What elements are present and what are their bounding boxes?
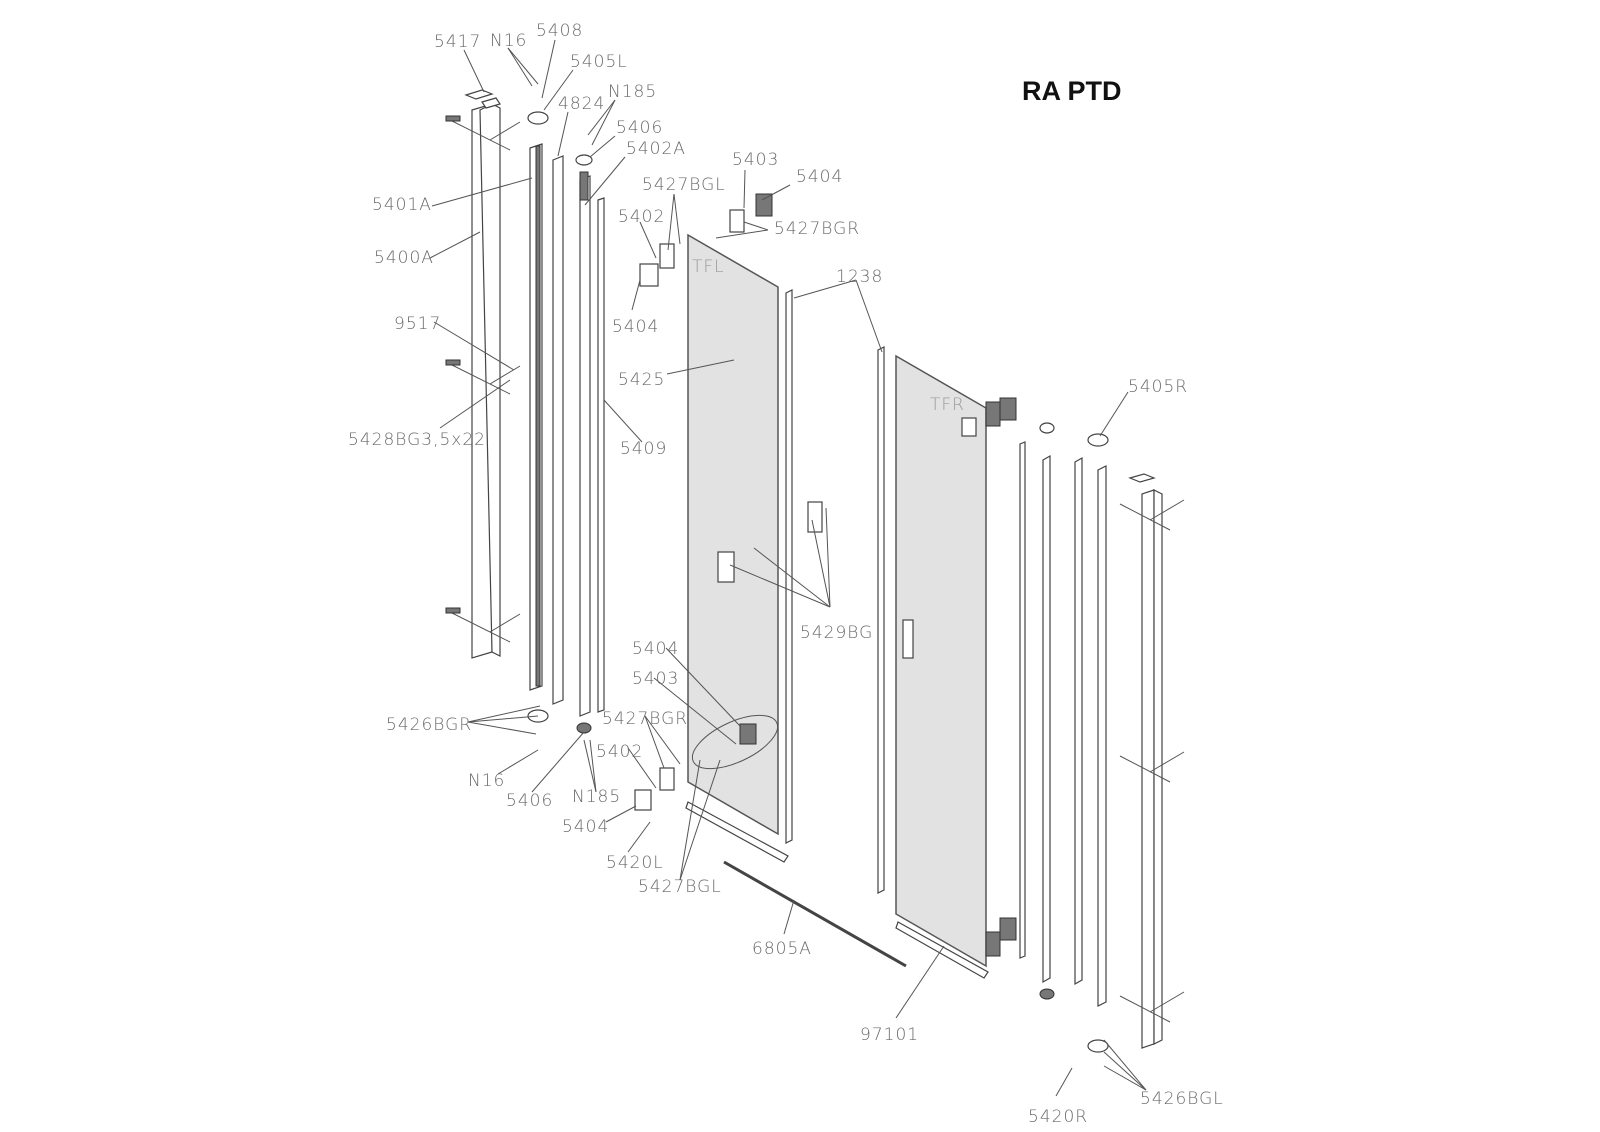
- profile-1238-left: [785, 289, 793, 844]
- handle-bracket-right: [807, 501, 823, 533]
- hinge-plate-low: [659, 767, 675, 791]
- label-5417: 5417: [434, 32, 481, 52]
- label-5426BGR: 5426BGR: [386, 715, 472, 735]
- label-5428BG: 5428BG3,5x22: [348, 430, 486, 450]
- hinge-bottom-right: [985, 931, 1001, 957]
- label-5402-low: 5402: [596, 742, 643, 762]
- hinge-5405R: [1087, 433, 1109, 447]
- label-5426BGL: 5426BGL: [1140, 1089, 1224, 1109]
- seal-6805A: [723, 860, 907, 968]
- diagram-title: RA PTD: [1022, 76, 1122, 106]
- profile-5402A: [579, 175, 591, 717]
- sweep-97101: [895, 921, 989, 979]
- label-5427BGR-top: 5427BGR: [774, 219, 860, 239]
- label-5427BGR-low: 5427BGR: [602, 709, 688, 729]
- label-5420R: 5420R: [1028, 1107, 1088, 1127]
- grille-5404-low: [739, 723, 757, 745]
- profile-right-3: [1074, 456, 1083, 986]
- detail-ellipse: [691, 714, 779, 770]
- hinge-plate-top-l: [659, 243, 675, 269]
- profile-5409: [597, 197, 605, 713]
- label-5405L: 5405L: [570, 52, 628, 72]
- wall-profile-right: [1141, 489, 1155, 1049]
- profile-right-1: [1019, 441, 1026, 959]
- profile-4824: [552, 155, 564, 705]
- label-5405R: 5405R: [1128, 377, 1188, 397]
- cover-tfr: [961, 417, 977, 437]
- label-4824: 4824: [558, 94, 605, 114]
- profile-right-4: [1097, 465, 1107, 1007]
- hinge-5426BGL: [1087, 1039, 1109, 1053]
- cover-5404-top: [639, 263, 659, 287]
- label-97101: 97101: [860, 1025, 919, 1045]
- glass-panel-right: [895, 354, 987, 968]
- hinge-plate-top-r: [729, 209, 745, 233]
- hinge-right-low: [1039, 988, 1055, 1000]
- cap-right: [1128, 473, 1156, 483]
- label-6805A: 6805A: [752, 939, 812, 959]
- label-1238: 1238: [836, 267, 883, 287]
- grille-5404-top: [755, 193, 773, 217]
- profile-right-2: [1042, 454, 1051, 984]
- profile-insert: [579, 171, 589, 201]
- cap-5417: [481, 97, 501, 109]
- hinge-right-top: [1039, 422, 1055, 434]
- label-5401A: 5401A: [372, 195, 432, 215]
- label-5409: 5409: [620, 439, 667, 459]
- label-5425: 5425: [618, 370, 665, 390]
- cover-5404-bot: [634, 789, 652, 811]
- label-5402-top: 5402: [618, 207, 665, 227]
- wall-profile-left: [464, 89, 501, 659]
- grille-bottom-right: [999, 917, 1017, 941]
- label-5404-mid: 5404: [612, 317, 659, 337]
- glass-panel-5425: [687, 233, 779, 836]
- grille-tfr: [999, 397, 1017, 421]
- hinge-5405L: [527, 111, 549, 125]
- hinge-5406-low: [576, 722, 592, 734]
- label-5402A: 5402A: [626, 139, 686, 159]
- label-n185-low: N185: [572, 787, 621, 807]
- screws-left: [445, 115, 521, 643]
- door-handle: [902, 619, 914, 659]
- label-5404-low: 5404: [632, 639, 679, 659]
- label-5427BGL-low: 5427BGL: [638, 877, 722, 897]
- label-5404-bot: 5404: [562, 817, 609, 837]
- label-n16-top: N16: [490, 31, 527, 51]
- label-5406-top: 5406: [616, 118, 663, 138]
- hinge-5406-top: [575, 154, 593, 166]
- screws-right: [1119, 499, 1185, 1023]
- profile-5401A-seal: [535, 145, 541, 687]
- label-5403-top: 5403: [732, 150, 779, 170]
- profile-1238-right: [877, 346, 885, 894]
- label-5406-low: 5406: [506, 791, 553, 811]
- label-tfl: TFL: [692, 257, 725, 277]
- label-5427BGL-top: 5427BGL: [642, 175, 726, 195]
- handle-bracket-left: [717, 551, 735, 583]
- label-9517: 9517: [394, 314, 441, 334]
- label-5403-low: 5403: [632, 669, 679, 689]
- sweep-left: [685, 801, 789, 863]
- label-5408: 5408: [536, 21, 583, 41]
- label-n185-top: N185: [608, 82, 657, 102]
- hinge-tfr: [985, 401, 1001, 427]
- label-n16-low: N16: [468, 771, 505, 791]
- label-5420L: 5420L: [606, 853, 664, 873]
- label-5404-top: 5404: [796, 167, 843, 187]
- label-tfr: TFR: [930, 395, 965, 415]
- label-5400A: 5400A: [374, 248, 434, 268]
- leader-lines: [429, 39, 1147, 1097]
- label-5429BG: 5429BG: [800, 623, 873, 643]
